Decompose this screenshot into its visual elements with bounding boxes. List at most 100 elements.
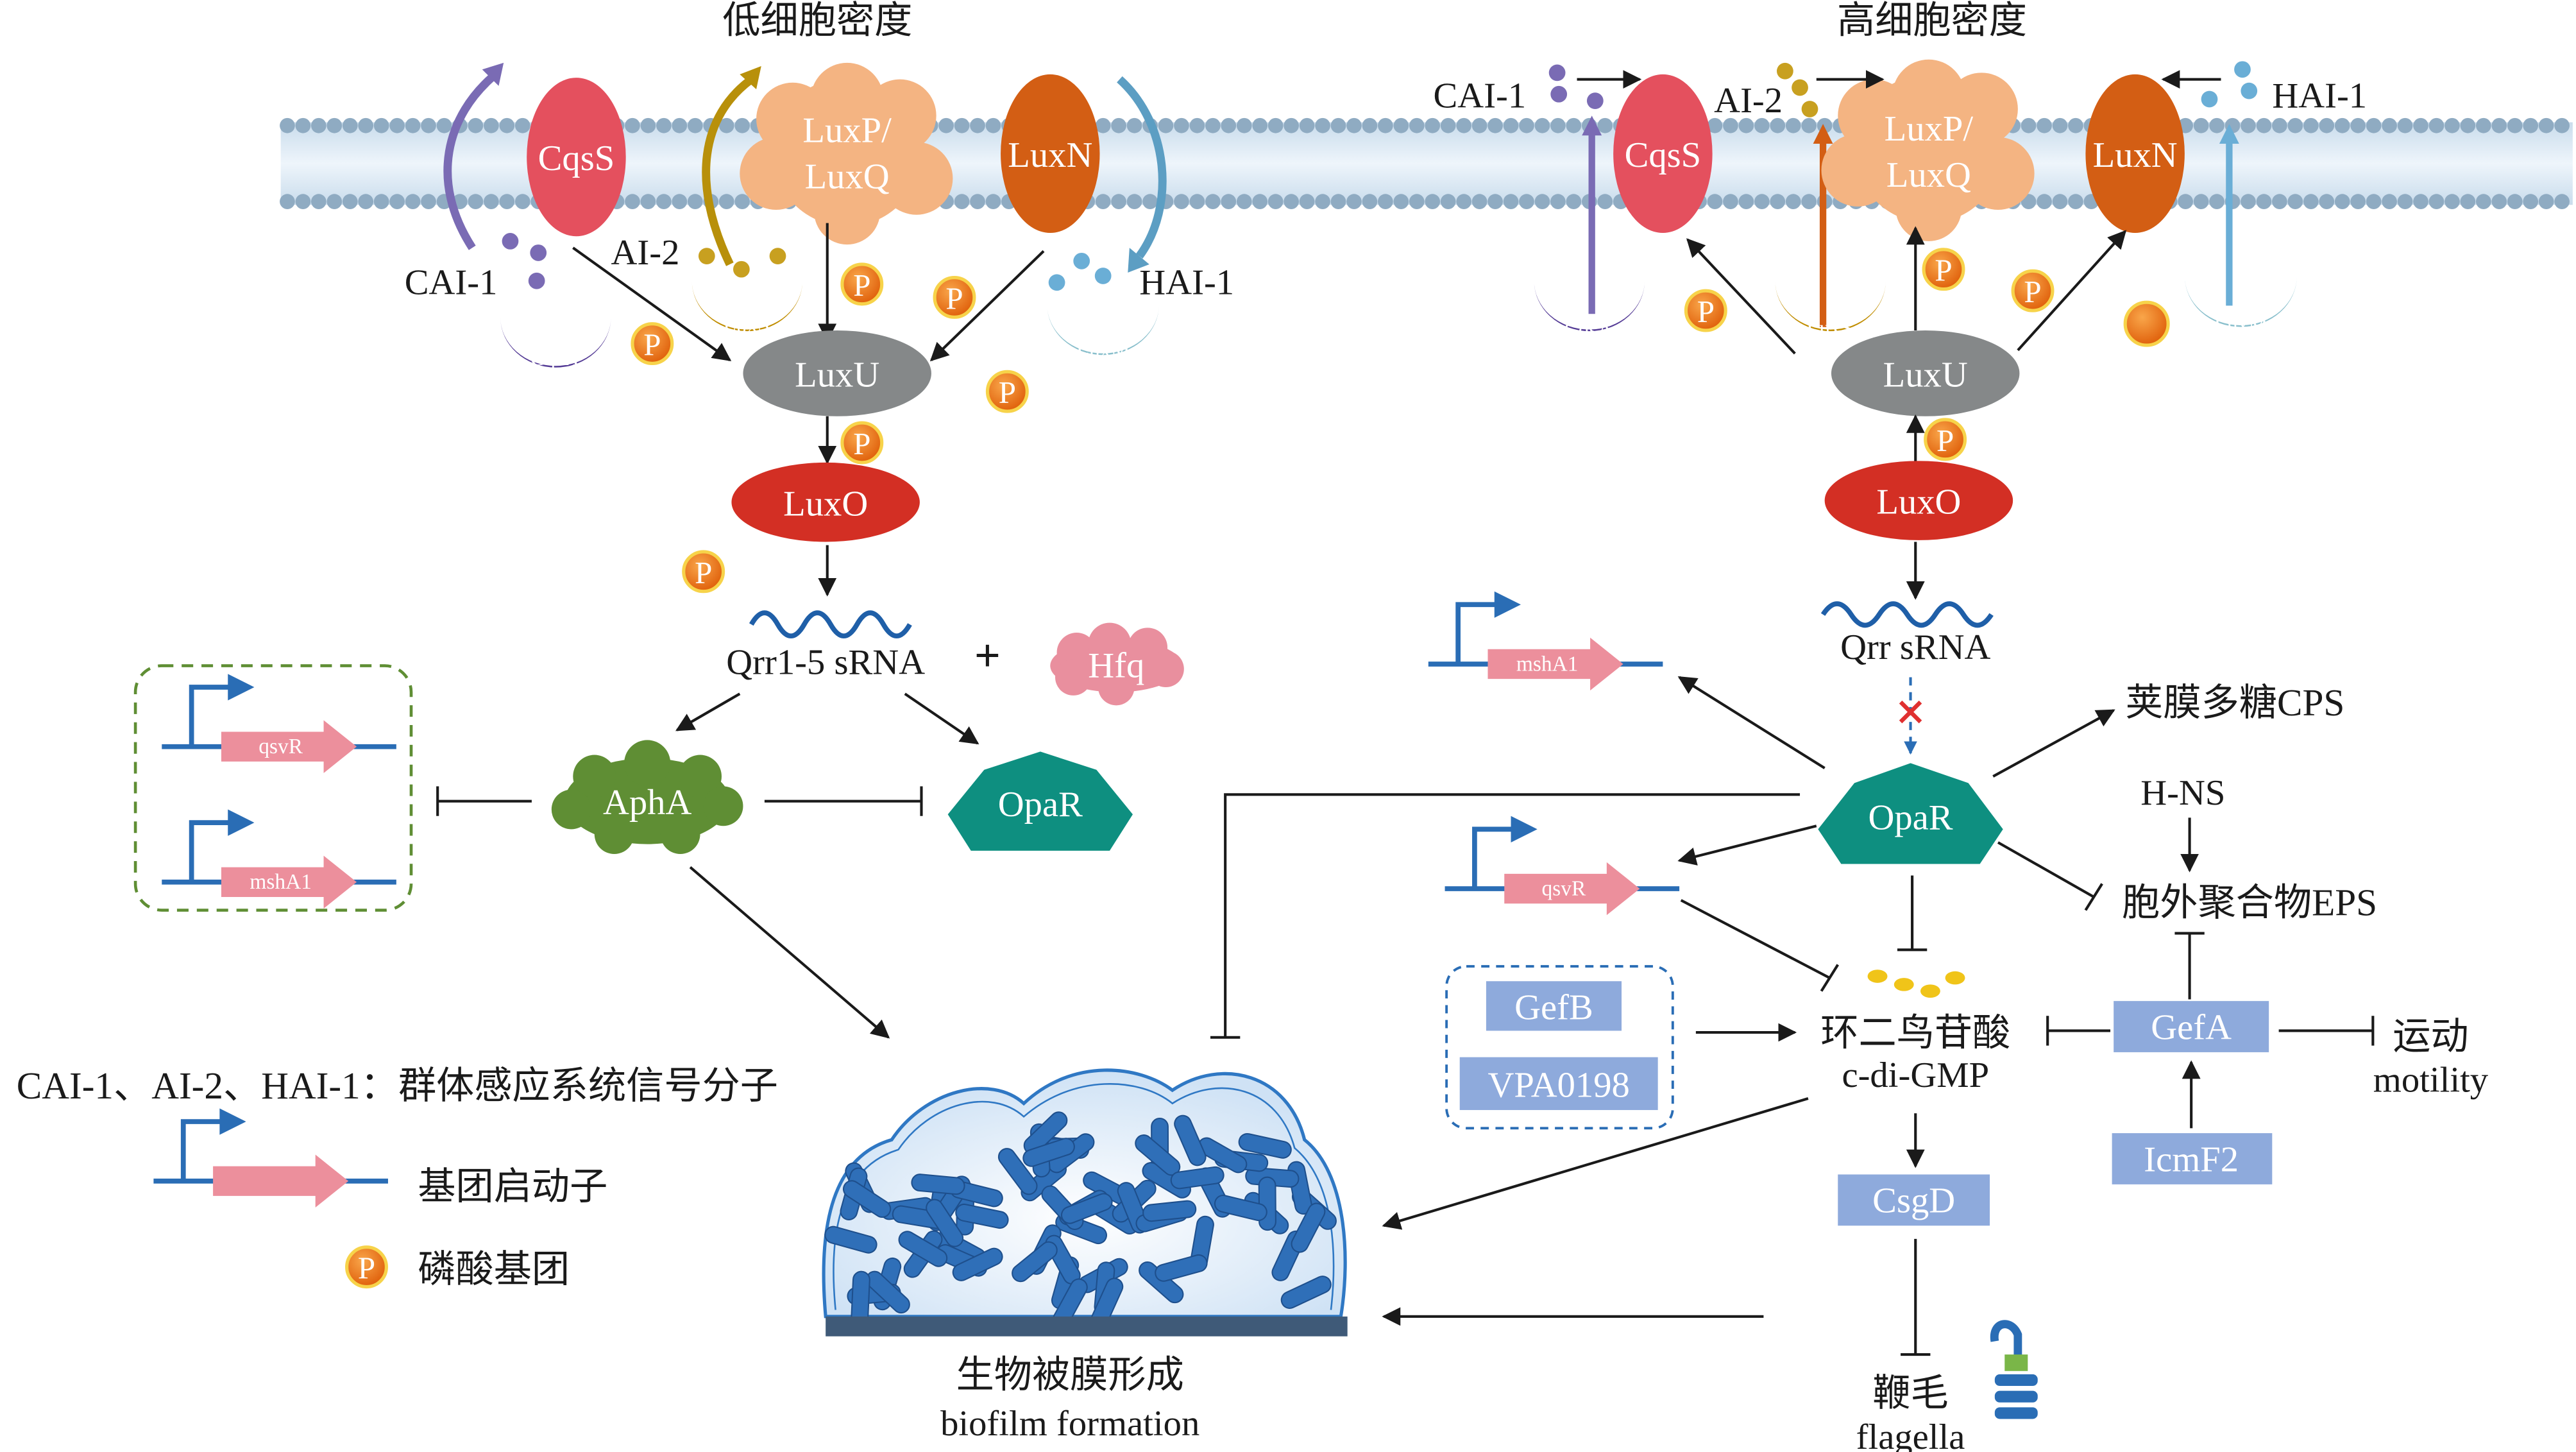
lipid-head	[311, 117, 326, 133]
phosphate-symbol: P	[358, 1251, 375, 1286]
biofilm-label-en: biofilm formation	[940, 1404, 1199, 1444]
biofilm-outline	[833, 1083, 1335, 1310]
lipid-head	[1174, 194, 1189, 209]
lipid-head	[1425, 117, 1441, 133]
lipid-head	[2475, 117, 2491, 133]
lipid-head	[2272, 194, 2287, 209]
bacterium-rod	[1170, 1166, 1224, 1190]
lipid-head	[436, 117, 452, 133]
lipid-head	[342, 117, 358, 133]
hns-label: H-NS	[2140, 773, 2225, 813]
luxu-protein	[743, 330, 931, 416]
srna-wave	[749, 610, 912, 638]
lipid-head	[2491, 117, 2507, 133]
bacterium-rod	[926, 1199, 964, 1247]
lipid-head	[2382, 194, 2397, 209]
arrow	[1992, 709, 2115, 778]
ai2-molecules	[698, 248, 786, 278]
lipid-head	[985, 117, 1001, 133]
bacterium-rod	[1174, 1115, 1207, 1166]
lipid-head	[718, 117, 734, 133]
lipid-head	[1315, 194, 1330, 209]
lipid-head	[326, 117, 343, 133]
phosphate-icon: P	[2011, 269, 2055, 312]
luxu-label: LuxU	[1883, 355, 1968, 395]
lipid-head	[2413, 194, 2428, 209]
lipid-head	[2413, 117, 2428, 133]
low-density-title: 低细胞密度	[722, 0, 912, 42]
lipid-head	[280, 194, 295, 209]
arrow-head	[219, 1108, 246, 1135]
ai2-label: AI-2	[611, 233, 680, 273]
lipid-head	[2193, 194, 2209, 209]
lipid-head	[1566, 117, 1582, 133]
bacterium-rod	[952, 1247, 1003, 1281]
lipid-head	[1158, 117, 1174, 133]
low-density-panel: CqsS LuxP/ LuxQ LuxN CAI-1 AI-2 HAI-1 Cq…	[133, 62, 1234, 1039]
arrow-head	[1128, 248, 1149, 273]
lipid-head	[2445, 194, 2460, 209]
lipid-head	[2193, 117, 2209, 133]
luxpq-label-1: LuxP/	[802, 110, 892, 150]
lipid-head	[1189, 194, 1205, 209]
vpa0198-box	[1459, 1057, 1658, 1111]
bacterium-rod	[898, 1231, 948, 1267]
lipid-head	[405, 194, 421, 209]
phosphate-symbol: P	[853, 268, 870, 303]
lipid-head	[1754, 194, 1770, 209]
phosphate-icon: P	[933, 275, 976, 319]
lipid-head	[2068, 117, 2083, 133]
flagella-label-en: flagella	[1856, 1417, 1965, 1452]
bacterium-rod	[1022, 1138, 1075, 1167]
lipid-head	[514, 117, 530, 133]
bacteria-cluster	[824, 1111, 1337, 1329]
inhibition-line	[1680, 899, 1831, 979]
lipid-head	[2037, 194, 2052, 209]
lipid-head	[2538, 117, 2554, 133]
arrow-head	[2219, 124, 2239, 144]
legend-promoter-gene	[153, 1108, 388, 1208]
arrow-head	[1813, 124, 1833, 144]
lipid-head	[1534, 194, 1550, 209]
lipid-head	[2350, 194, 2366, 209]
lipid-head	[954, 117, 970, 133]
gene-msha1-low	[162, 809, 396, 909]
bacterium-rod	[1012, 1241, 1058, 1283]
lipid-head	[1126, 117, 1142, 133]
luxm-label: LuxM	[2214, 314, 2268, 337]
lipid-head	[1503, 194, 1519, 209]
lipid-head	[295, 194, 311, 209]
arrow-head	[1511, 816, 1538, 842]
lipid-head	[2460, 194, 2476, 209]
lipid-head	[2241, 117, 2256, 133]
lipid-head	[2507, 117, 2523, 133]
luxn-label: LuxN	[2093, 135, 2178, 175]
lipid-head	[1221, 117, 1237, 133]
lipid-head	[2256, 194, 2272, 209]
bacterium-rod	[842, 1180, 892, 1218]
luxpq-label-2: LuxQ	[805, 157, 890, 197]
lipid-head	[373, 117, 389, 133]
lipid-head	[2178, 194, 2194, 209]
lipid-head	[1425, 194, 1441, 209]
lipid-head	[2334, 194, 2350, 209]
lipid-head	[2460, 117, 2476, 133]
lipid-head	[1189, 117, 1205, 133]
promoter-arrow-icon	[189, 820, 232, 882]
arrow	[1686, 238, 1796, 355]
luxs-label: LuxS	[723, 314, 770, 337]
lipid-head	[2303, 117, 2319, 133]
lipid-head	[2428, 194, 2445, 209]
cai1-label: CAI-1	[1434, 76, 1527, 115]
gefa-box	[2114, 1001, 2269, 1052]
lipid-head	[2272, 117, 2287, 133]
inhibition-bar	[2084, 883, 2103, 911]
icmf2-label: IcmF2	[2144, 1140, 2239, 1179]
luxpq-receptor	[740, 62, 953, 245]
lipid-head	[499, 194, 515, 209]
free-phosphate-ball	[2123, 300, 2170, 347]
lipid-head	[484, 117, 499, 133]
flagella-label-cn: 鞭毛	[1872, 1372, 1948, 1414]
lipid-head	[656, 117, 672, 133]
lipid-head	[640, 117, 656, 133]
